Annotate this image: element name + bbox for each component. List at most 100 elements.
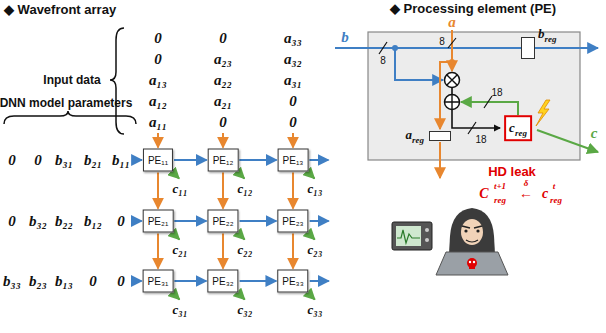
input-value: 0 (154, 52, 162, 67)
dataflow-arrow (174, 220, 206, 222)
processing-element: PE₁₁ (143, 149, 173, 172)
parameter-value: b₂₂ (55, 214, 73, 229)
pe-label: PE₂₃ (282, 216, 303, 227)
pass-arrow (310, 220, 329, 222)
bus-slash (468, 122, 476, 134)
formula-part: t+1 (494, 182, 506, 191)
pe-label: PE₂₂ (212, 216, 233, 227)
parameter-value: b₃₃ (3, 274, 21, 289)
parameter-value: 0 (8, 153, 16, 168)
parameter-value: b₂₁ (84, 153, 102, 168)
pe-label: PE₃₂ (212, 276, 233, 287)
parameter-value: b₁₂ (84, 214, 102, 229)
b-branch (395, 48, 443, 80)
output-value: c₃₁ (173, 303, 188, 316)
output-value: c₂₂ (238, 243, 253, 256)
input-value: a₃₃ (284, 31, 302, 46)
parameter-value: b₁₃ (55, 274, 73, 289)
parameter-value: b₃₂ (29, 214, 47, 229)
bit-width: 18 (475, 135, 486, 145)
parameter-value: 0 (117, 274, 125, 289)
pass-arrow (309, 159, 328, 161)
input-value: 0 (289, 94, 297, 109)
processing-element: PE₂₁ (143, 210, 174, 233)
parameter-value: 0 (34, 153, 42, 168)
pe-label: PE₁₂ (213, 155, 234, 166)
dataflow-arrow (292, 173, 294, 209)
signal-name: b (341, 30, 349, 45)
input-value: a₃₂ (284, 52, 302, 67)
input-value: 0 (219, 31, 227, 46)
formula-part: C (479, 187, 488, 201)
pe-label: PE₁₃ (283, 155, 304, 166)
section-title: ◆ Wavefront array (4, 3, 116, 16)
dataflow-arrow (239, 159, 276, 161)
param-brace (4, 111, 136, 124)
parameter-value: b₃₁ (55, 153, 73, 168)
input-arrow (222, 133, 224, 148)
signal-name: a (448, 15, 456, 30)
formula-part: t (553, 182, 556, 191)
hacker-figure (436, 208, 508, 275)
group-label: DNN model parameters (0, 97, 132, 109)
processing-element: PE₁₂ (208, 149, 239, 172)
dataflow-arrow (222, 173, 224, 209)
pass-arrow (310, 280, 329, 282)
signal-name: c (591, 126, 598, 141)
parameter-value: b₂₃ (29, 274, 47, 289)
section-title: ◆ Processing element (PE) (390, 2, 556, 15)
a-out (439, 142, 441, 178)
dataflow-arrow (174, 159, 207, 161)
parameter-value: 0 (117, 214, 125, 229)
adder (445, 95, 460, 110)
pe-label: PE₁₁ (148, 155, 168, 166)
formula-part: ← (519, 187, 533, 201)
bit-width: 8 (439, 37, 445, 47)
bus-slash (448, 38, 456, 48)
input-value: a₃₁ (284, 73, 302, 88)
pe-label: PE₃₃ (282, 276, 303, 287)
formula-part: c (542, 187, 548, 201)
input-brace (110, 28, 124, 134)
leak-label: HD leak (488, 165, 536, 178)
input-value: a₁₃ (149, 73, 167, 88)
output-value: c₃₂ (238, 303, 253, 316)
input-arrow (292, 133, 294, 148)
input-arrow (133, 280, 142, 282)
pe-label: PE₂₁ (148, 216, 169, 227)
processing-element: PE₃₃ (277, 270, 308, 293)
pe-label: PE₃₁ (148, 276, 169, 287)
dataflow-arrow (174, 280, 206, 282)
c-register: creg (504, 115, 532, 141)
output-value: c₁₁ (173, 182, 188, 195)
processing-element: PE₃₁ (143, 270, 174, 293)
dataflow-arrow (157, 173, 159, 209)
input-arrow (157, 133, 159, 148)
dataflow-arrow (240, 280, 277, 282)
adder (445, 95, 460, 110)
input-value: a₂₂ (214, 73, 232, 88)
multiplier (447, 75, 458, 86)
output-value: c₂₁ (173, 243, 188, 256)
dataflow-arrow (292, 234, 294, 269)
sum-wire (452, 110, 500, 128)
bit-width: 8 (380, 56, 386, 66)
input-value: 0 (289, 115, 297, 130)
register-label: breg (538, 26, 557, 44)
parameter-value: b₁₁ (112, 153, 130, 168)
processing-element: PE₁₃ (278, 149, 309, 172)
output-value: c₃₃ (308, 303, 323, 316)
mul-to-add (451, 88, 453, 94)
a-register: areg (429, 131, 451, 141)
bus-slash (379, 42, 387, 54)
input-value: a₁₂ (149, 94, 167, 109)
b-wire (335, 47, 598, 49)
output-value: c₁₃ (308, 182, 323, 195)
bus-slash (484, 96, 492, 108)
processing-element: PE₃₂ (207, 270, 238, 293)
processing-element: PE₂₂ (207, 210, 238, 233)
lightning-bolt (536, 100, 550, 126)
sum-head (494, 125, 501, 132)
junction-dot (392, 45, 398, 51)
input-arrow (133, 220, 142, 222)
